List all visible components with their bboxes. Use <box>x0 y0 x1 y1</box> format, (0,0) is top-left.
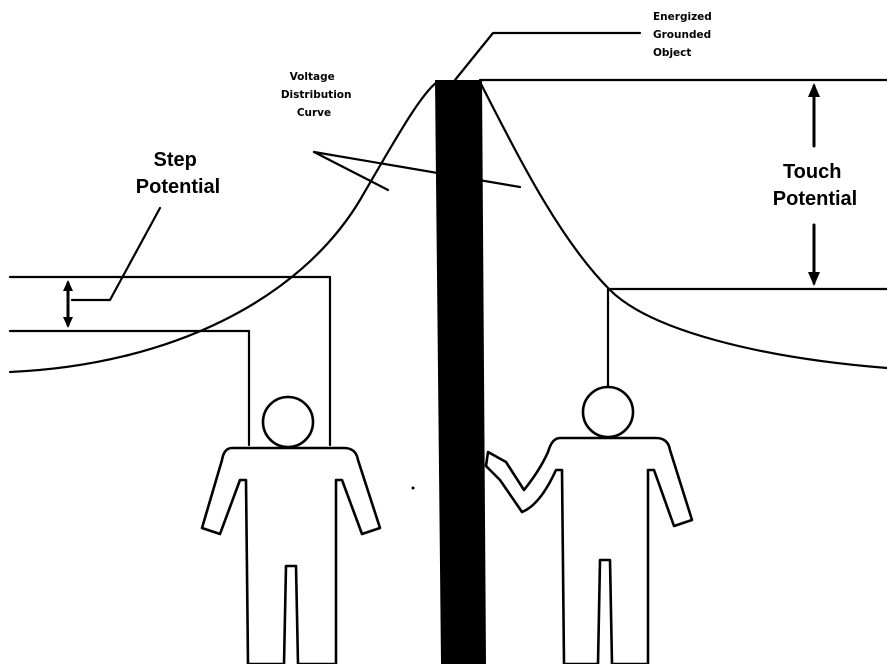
touch-potential-label: Touch Potential <box>773 161 857 210</box>
voltage-curve-label: Voltage Distribution Curve <box>281 71 355 119</box>
touch-potential-person <box>486 387 692 664</box>
stray-dot <box>412 487 415 490</box>
step-potential-arrowhead-down <box>63 317 73 328</box>
touch-potential-arrowhead-up <box>808 83 820 97</box>
step-potential-pointer <box>72 208 160 300</box>
step-potential-person <box>202 397 380 664</box>
voltage-curve-pointer-right <box>314 152 520 187</box>
energized-object-pointer <box>455 33 640 80</box>
step-potential-label: Step Potential <box>136 149 220 198</box>
energized-object-label: Energized Grounded Object <box>653 11 715 59</box>
voltage-curve-right <box>480 82 887 368</box>
voltage-curve-left <box>10 82 437 372</box>
step-potential-arrowhead-up <box>63 280 73 291</box>
energized-grounded-object <box>435 80 486 664</box>
touch-potential-arrowhead-down <box>808 272 820 286</box>
